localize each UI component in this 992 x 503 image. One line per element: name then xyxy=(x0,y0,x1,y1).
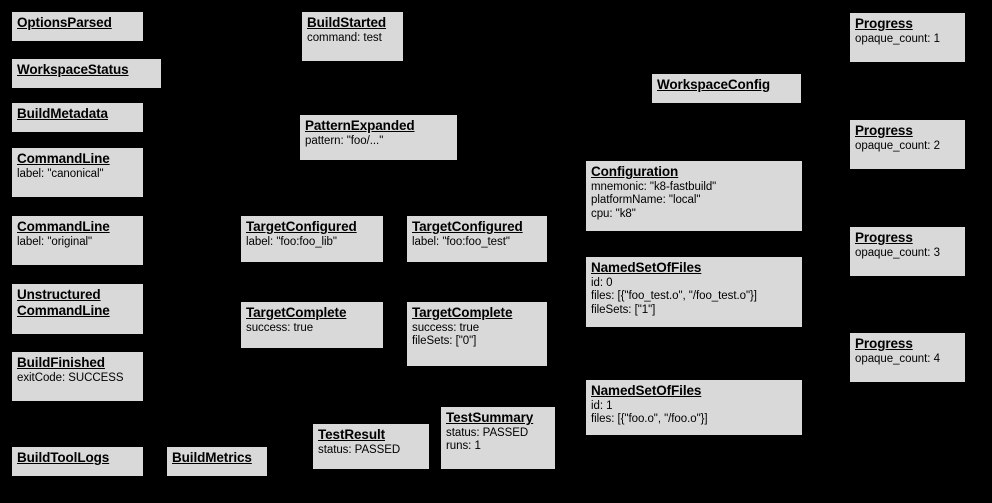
node-workspace-config[interactable]: WorkspaceConfig xyxy=(651,73,802,104)
node-field: opaque_count: 2 xyxy=(855,139,940,152)
node-title: TargetConfigured xyxy=(412,219,523,234)
node-title: Unstructured CommandLine xyxy=(17,287,110,318)
node-field: cpu: "k8" xyxy=(591,208,636,221)
node-fields: label: "foo:foo_test" xyxy=(412,236,542,250)
node-field: fileSets: ["1"] xyxy=(591,304,656,317)
node-field: label: "foo:foo_test" xyxy=(412,235,510,248)
node-field: label: "foo:foo_lib" xyxy=(246,235,337,248)
node-fields: mnemonic: "k8-fastbuild"platformName: "l… xyxy=(591,181,797,222)
node-fields: opaque_count: 4 xyxy=(855,353,960,367)
node-title: BuildMetrics xyxy=(172,450,252,465)
node-field: exitCode: SUCCESS xyxy=(17,371,124,384)
node-title: WorkspaceStatus xyxy=(17,62,129,77)
node-build-metrics[interactable]: BuildMetrics xyxy=(166,446,268,477)
node-fields: opaque_count: 3 xyxy=(855,247,960,261)
node-fields: exitCode: SUCCESS xyxy=(17,372,138,386)
node-unstructured-command-line[interactable]: Unstructured CommandLine xyxy=(11,283,144,335)
node-field: mnemonic: "k8-fastbuild" xyxy=(591,180,717,193)
node-field: fileSets: ["0"] xyxy=(412,335,477,348)
node-title: BuildToolLogs xyxy=(17,450,110,465)
node-title: Progress xyxy=(855,230,913,245)
node-build-metadata[interactable]: BuildMetadata xyxy=(11,102,144,133)
node-fields: success: true xyxy=(246,322,378,336)
node-field: success: true xyxy=(412,321,480,334)
node-title: OptionsParsed xyxy=(17,15,112,30)
node-field: success: true xyxy=(246,321,314,334)
node-title: Progress xyxy=(855,123,913,138)
node-field: platformName: "local" xyxy=(591,194,701,207)
node-title: BuildStarted xyxy=(307,15,387,30)
node-title: TargetComplete xyxy=(246,305,347,320)
node-field: files: [{"foo_test.o", "/foo_test.o"}] xyxy=(591,290,757,303)
node-field: status: PASSED xyxy=(318,443,401,456)
node-title: NamedSetOfFiles xyxy=(591,260,702,275)
node-field: label: "canonical" xyxy=(17,167,104,180)
node-workspace-status[interactable]: WorkspaceStatus xyxy=(11,58,162,89)
node-title: TargetComplete xyxy=(412,305,513,320)
node-title: Progress xyxy=(855,16,913,31)
node-options-parsed[interactable]: OptionsParsed xyxy=(11,11,144,42)
node-title: NamedSetOfFiles xyxy=(591,383,702,398)
node-title: CommandLine xyxy=(17,219,110,234)
node-title: WorkspaceConfig xyxy=(657,77,771,92)
node-fields: pattern: "foo/..." xyxy=(305,135,452,149)
node-title: BuildFinished xyxy=(17,355,105,370)
node-field: pattern: "foo/..." xyxy=(305,134,384,147)
node-field: files: [{"foo.o", "/foo.o"}] xyxy=(591,413,708,426)
node-fields: opaque_count: 2 xyxy=(855,140,960,154)
node-fields: label: "original" xyxy=(17,236,138,250)
node-fields: status: PASSED xyxy=(318,444,424,458)
node-fields: label: "foo:foo_lib" xyxy=(246,236,378,250)
node-title: BuildMetadata xyxy=(17,106,108,121)
node-field: id: 1 xyxy=(591,399,613,412)
node-field: status: PASSED xyxy=(446,426,529,439)
node-title: CommandLine xyxy=(17,151,110,166)
node-title: TestResult xyxy=(318,427,386,442)
node-fields: command: test xyxy=(307,32,398,46)
node-field: opaque_count: 1 xyxy=(855,32,940,45)
node-build-tool-logs[interactable]: BuildToolLogs xyxy=(11,446,144,477)
node-field: opaque_count: 3 xyxy=(855,246,940,259)
node-title: Configuration xyxy=(591,164,679,179)
node-fields: label: "canonical" xyxy=(17,168,138,182)
node-title: TestSummary xyxy=(446,410,534,425)
node-field: label: "original" xyxy=(17,235,93,248)
node-fields: opaque_count: 1 xyxy=(855,33,960,47)
node-field: opaque_count: 4 xyxy=(855,352,940,365)
node-field: runs: 1 xyxy=(446,440,481,453)
node-field: id: 0 xyxy=(591,276,613,289)
node-title: Progress xyxy=(855,336,913,351)
node-title: TargetConfigured xyxy=(246,219,357,234)
node-title: PatternExpanded xyxy=(305,118,415,133)
node-field: command: test xyxy=(307,31,382,44)
